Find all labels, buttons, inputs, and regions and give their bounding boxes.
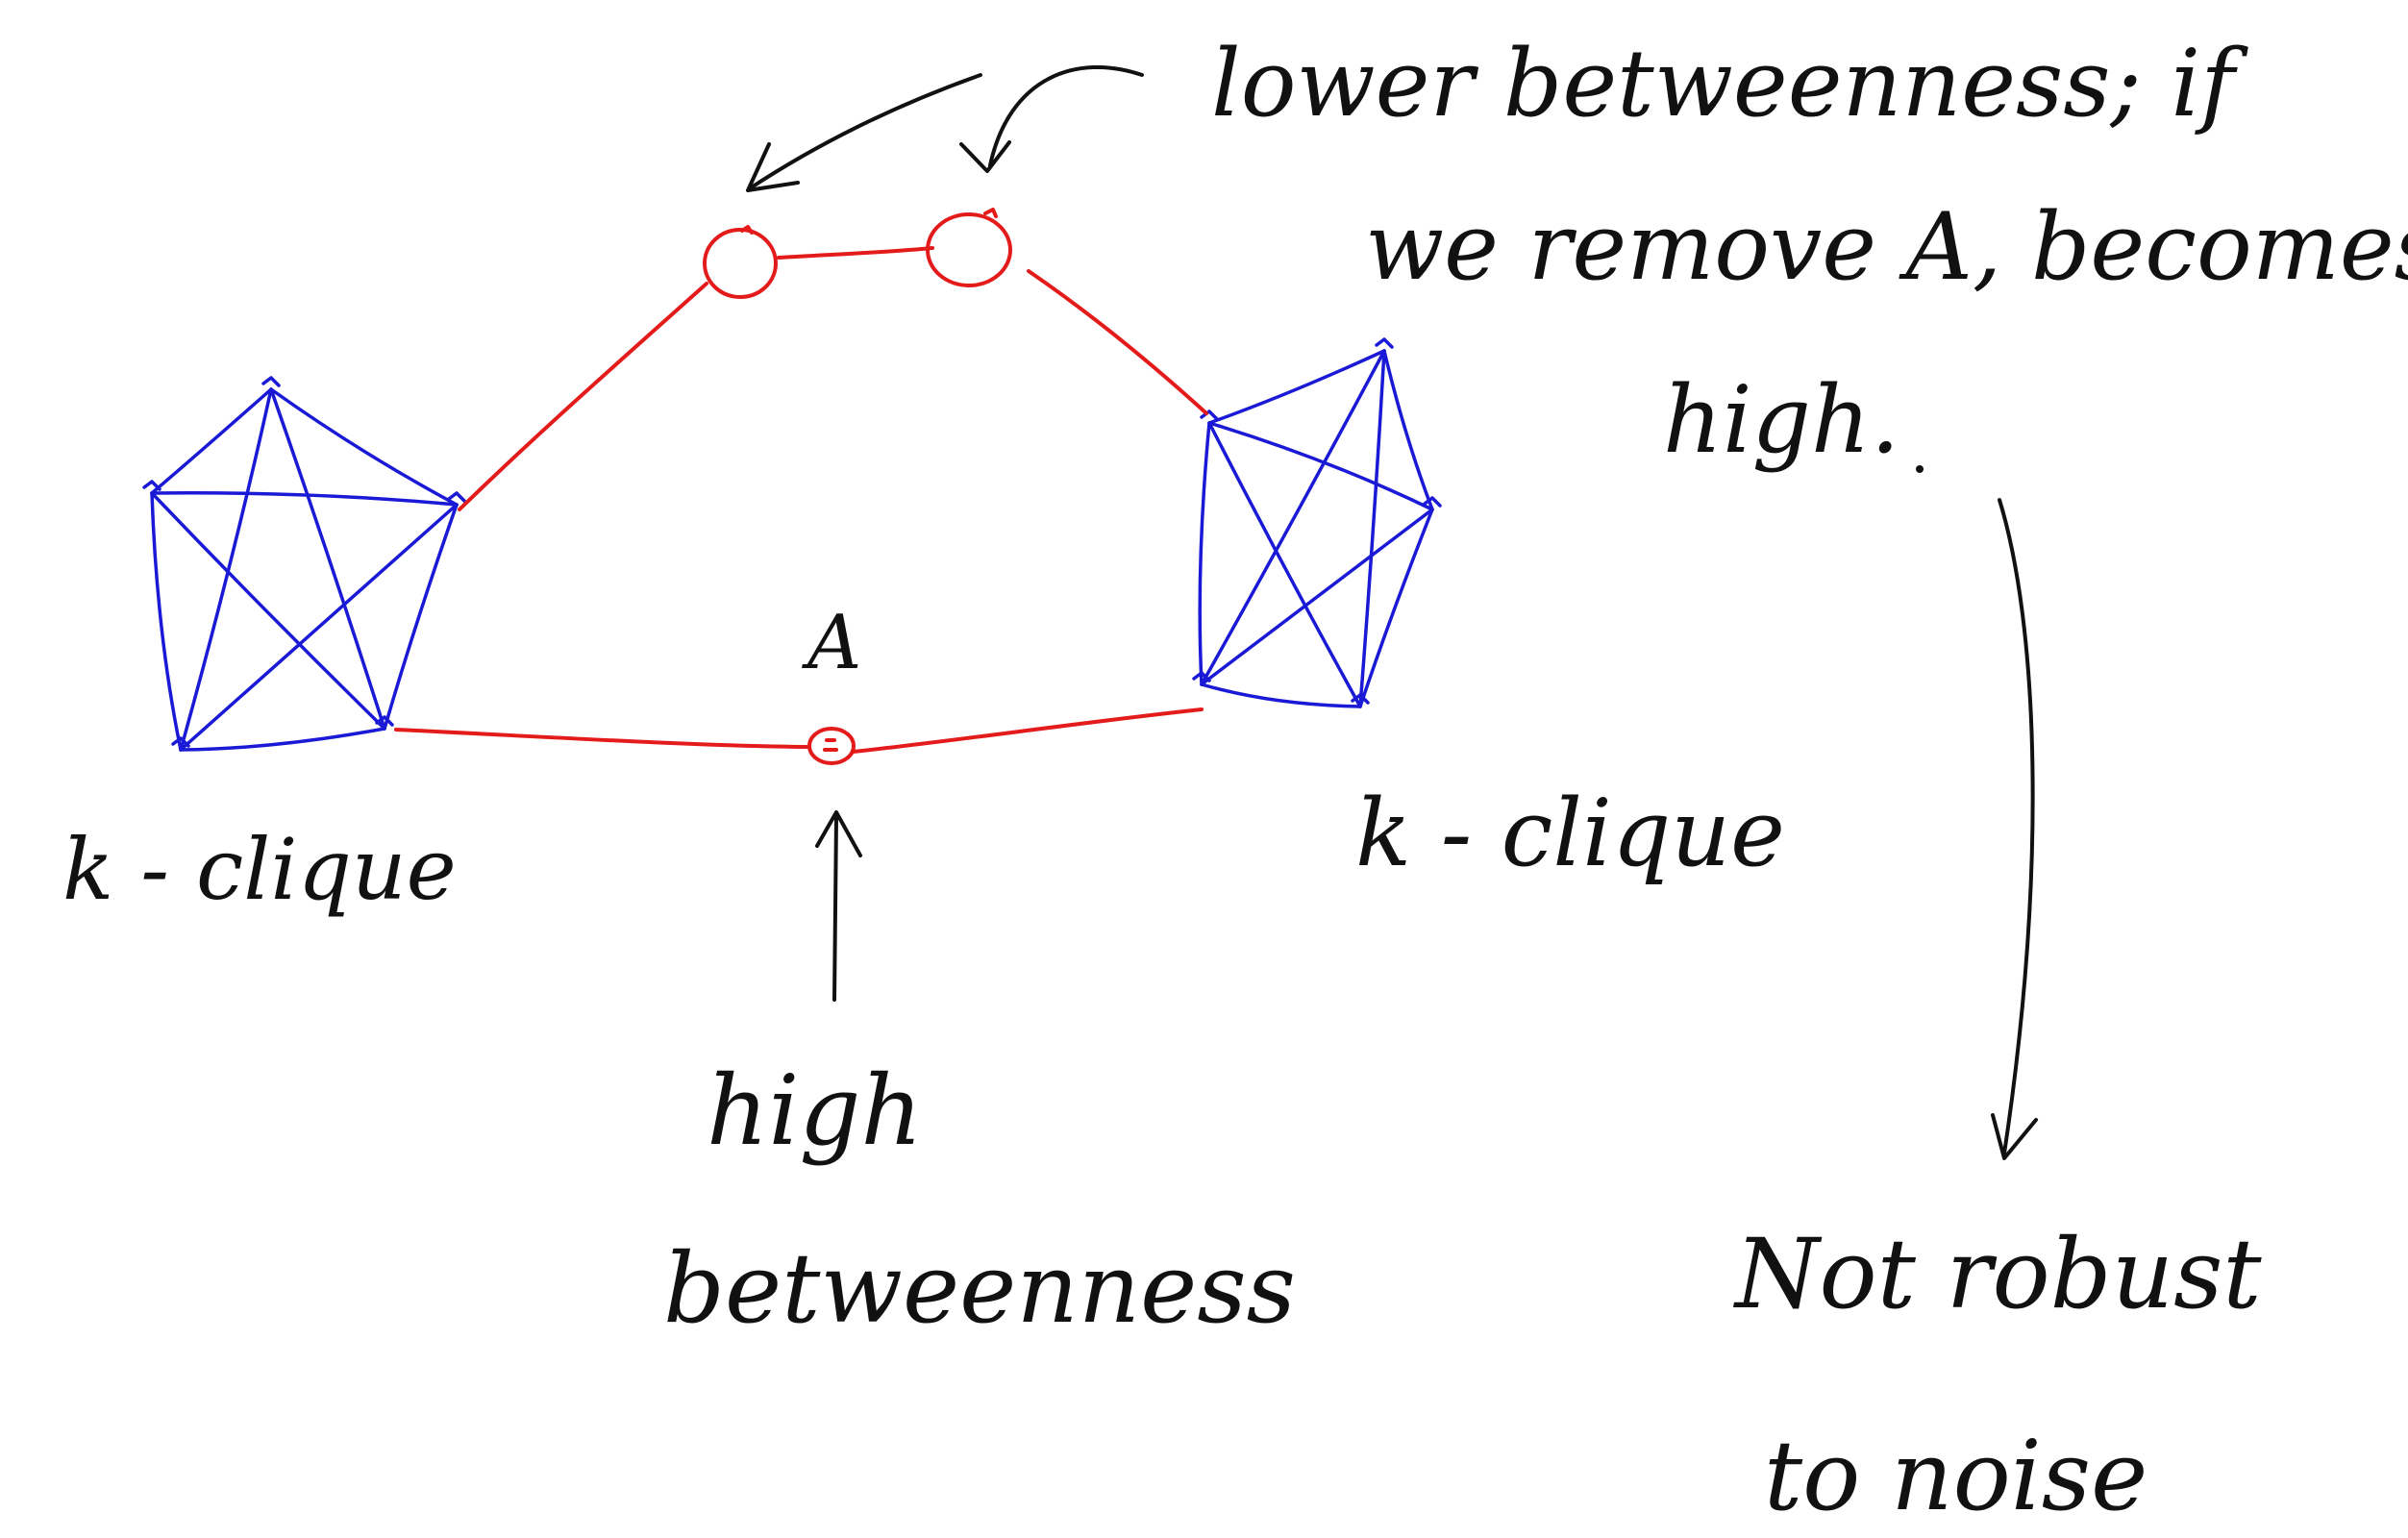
right-clique-label: k - clique xyxy=(1355,780,1785,887)
right-clique-vertex-3 xyxy=(1192,671,1211,682)
left-clique-vertex-4 xyxy=(142,480,161,491)
bottom-note-line-2: betweenness xyxy=(663,1232,1296,1345)
conclusion-line-1: Not robust xyxy=(1733,1218,2262,1330)
right-clique-vertex-1 xyxy=(1423,496,1442,508)
left-clique-edge-1-2 xyxy=(383,503,459,731)
lower-left-bridge-edge xyxy=(394,728,811,749)
right-clique-vertex-0 xyxy=(1375,337,1394,349)
bridge-paths xyxy=(394,208,1208,765)
upper-node-left-tick xyxy=(740,225,754,235)
upper-middle-edge xyxy=(777,246,934,260)
top-note-line-1: lower betweenness; if xyxy=(1211,30,2248,137)
right-clique-edge-0-3 xyxy=(1200,349,1386,686)
right-clique-vertex-2 xyxy=(1351,693,1370,705)
arrow-head-right-upper xyxy=(959,140,1011,173)
right-clique-edge-2-3 xyxy=(1200,682,1362,708)
upper-left-bridge-edge xyxy=(458,282,708,511)
left-clique-vertex-0 xyxy=(261,376,281,387)
node-a-label: A xyxy=(802,600,861,686)
arrow-head-left-upper xyxy=(746,142,800,192)
bottom-note-line-1: high xyxy=(707,1054,923,1167)
right-clique-edge-2-4 xyxy=(1207,421,1362,708)
left-clique-vertex-2 xyxy=(375,715,394,727)
right-clique-edge-1-2 xyxy=(1358,508,1434,708)
left-clique-vertex-1 xyxy=(447,491,466,503)
lower-right-bridge-edge xyxy=(852,707,1204,754)
left-clique-label: k - clique xyxy=(62,820,457,919)
top-note-line-3: high. xyxy=(1663,366,1899,474)
node-a-inner-mark xyxy=(823,738,838,752)
left-clique-edge-2-3 xyxy=(179,727,386,752)
arrow-head-node-a xyxy=(815,810,862,857)
left-clique-edge-0-1 xyxy=(269,387,459,507)
arrow-to-conclusion xyxy=(1998,498,2035,1155)
arrow-head-conclusion xyxy=(1991,1113,2038,1160)
right-clique-edge-1-4 xyxy=(1207,421,1434,511)
left-clique-edge-1-3 xyxy=(179,503,459,752)
right-clique-edge-0-2 xyxy=(1358,349,1386,708)
upper-node-left xyxy=(703,228,778,299)
right-clique-edge-1-3 xyxy=(1200,508,1434,686)
left-clique-edge-1-4 xyxy=(150,491,459,507)
arrow-to-right-upper-node xyxy=(988,65,1144,167)
right-clique-vertex-4 xyxy=(1200,409,1219,421)
left-clique xyxy=(142,376,466,752)
arrow-to-node-a xyxy=(832,815,838,1002)
left-clique-edge-0-3 xyxy=(179,387,273,752)
right-clique-edge-0-4 xyxy=(1207,349,1386,425)
left-clique-edge-3-4 xyxy=(150,491,183,752)
node-a-circle xyxy=(807,727,856,765)
left-clique-edge-0-2 xyxy=(269,387,386,731)
right-clique-edge-3-4 xyxy=(1198,421,1211,686)
left-clique-edge-2-4 xyxy=(150,491,386,731)
upper-node-right xyxy=(926,212,1012,287)
annotation-arrows xyxy=(746,65,2038,1160)
conclusion-line-2: to noise xyxy=(1764,1420,2147,1532)
upper-node-right-tick xyxy=(983,208,998,218)
left-clique-edge-0-4 xyxy=(150,387,273,495)
top-note-line-2: we remove A, becomes xyxy=(1365,193,2408,301)
period-dot xyxy=(1916,465,1924,473)
upper-right-bridge-edge xyxy=(1027,269,1208,415)
left-clique-vertex-3 xyxy=(171,736,190,748)
right-clique xyxy=(1192,337,1442,708)
right-clique-edge-0-1 xyxy=(1382,349,1434,511)
arrow-to-left-upper-node xyxy=(748,73,982,190)
